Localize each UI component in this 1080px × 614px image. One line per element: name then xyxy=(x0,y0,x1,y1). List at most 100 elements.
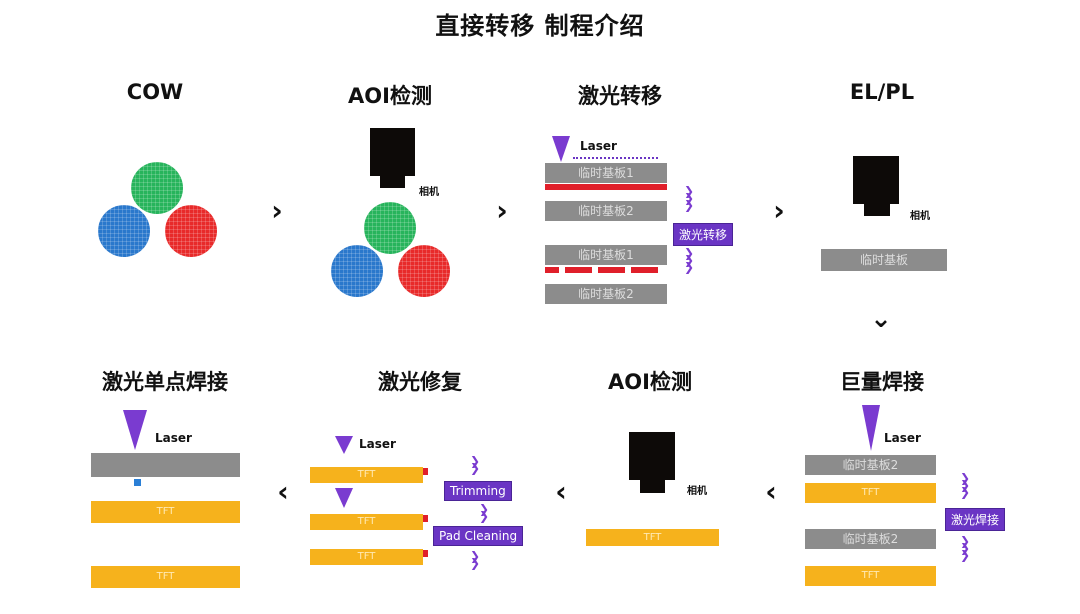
led-pixel xyxy=(217,494,238,509)
led-pixel xyxy=(375,507,396,522)
led-pixel xyxy=(877,476,898,491)
chevron-right-icon: › xyxy=(271,194,283,227)
blue-led-icon xyxy=(331,245,383,297)
down-arrows-icon: ❯❯❯ xyxy=(960,534,971,562)
led-pixel xyxy=(545,277,566,292)
temp-substrate-2: 临时基板2 xyxy=(805,455,936,475)
laser-beam-icon xyxy=(335,488,353,508)
led-pixel xyxy=(91,494,112,509)
blue-led-icon xyxy=(98,205,150,257)
tft-substrate: TFT xyxy=(310,549,423,565)
laser-beam-icon xyxy=(123,410,147,450)
temp-substrate-2: 临时基板2 xyxy=(805,529,936,549)
led-pixel xyxy=(310,542,331,557)
camera-label: 相机 xyxy=(687,486,707,497)
green-led-icon xyxy=(364,202,416,254)
chevron-left-icon: ‹ xyxy=(555,475,567,508)
step-title-el-pl: EL/PL xyxy=(849,80,915,104)
red-led xyxy=(545,267,559,273)
led-pixel xyxy=(141,494,155,509)
led-pixel xyxy=(375,542,396,557)
led-pixel xyxy=(611,277,632,292)
temp-substrate xyxy=(91,453,240,477)
step-title-laser-repair: 激光修复 xyxy=(378,370,462,394)
led-pixel xyxy=(375,460,396,475)
red-led-icon xyxy=(165,205,217,257)
tft-substrate: TFT xyxy=(310,467,423,483)
laser-transfer-tag: 激光转移 xyxy=(673,223,734,246)
tft-substrate: TFT xyxy=(91,501,240,523)
led-pixel xyxy=(350,542,364,557)
led-pixel xyxy=(91,559,112,574)
tft-substrate: TFT xyxy=(310,514,423,530)
red-led xyxy=(631,267,658,273)
led-pixel xyxy=(217,559,238,574)
tft-substrate: TFT xyxy=(805,483,936,503)
led-pixel xyxy=(805,476,826,491)
trimming-tag: Trimming xyxy=(444,481,512,501)
scan-direction-arrow xyxy=(573,157,658,159)
led-pixel xyxy=(578,277,599,292)
led-pixel xyxy=(350,507,364,522)
laser-label: Laser xyxy=(155,431,192,445)
tft-substrate: TFT xyxy=(586,529,719,546)
temp-substrate-1: 临时基板1 xyxy=(545,245,667,265)
temp-substrate-1: 临时基板1 xyxy=(545,163,667,183)
laser-bonding-tag: 激光焊接 xyxy=(945,508,1006,531)
led-pixel xyxy=(623,522,644,537)
tft-substrate: TFT xyxy=(91,566,240,588)
led-pixel xyxy=(644,194,658,209)
laser-beam-icon xyxy=(862,405,880,451)
chevron-right-icon: › xyxy=(773,194,785,227)
red-led xyxy=(598,267,625,273)
step-title-aoi-2: AOI检测 xyxy=(608,370,692,394)
chevron-left-icon: ‹ xyxy=(765,475,777,508)
led-pixel xyxy=(175,559,196,574)
laser-beam-icon xyxy=(335,436,353,454)
led-pixel xyxy=(841,559,862,574)
led-pixel xyxy=(697,522,718,537)
camera-label: 相机 xyxy=(910,211,930,222)
led-pixel xyxy=(343,460,364,475)
led-pixel xyxy=(841,476,862,491)
step-title-mass-bonding: 巨量焊接 xyxy=(840,370,924,394)
laser-label: Laser xyxy=(580,139,617,153)
led-pixel xyxy=(407,542,428,557)
chevron-down-icon: ⌄ xyxy=(870,304,892,334)
step-title-cow: COW xyxy=(126,80,184,104)
page-title: 直接转移 制程介绍 xyxy=(435,12,645,40)
tft-substrate: TFT xyxy=(805,566,936,586)
step-title-laser-transfer: 激光转移 xyxy=(578,84,662,108)
down-arrows-icon: ❯❯❯ xyxy=(684,246,695,274)
led-pixel xyxy=(644,277,665,292)
step-title-aoi: AOI检测 xyxy=(348,84,432,108)
led-pixel xyxy=(175,494,196,509)
down-arrows-icon: ❯❯ xyxy=(470,454,481,475)
led-pixel xyxy=(805,559,826,574)
pad-cleaning-tag: Pad Cleaning xyxy=(433,526,524,546)
down-arrows-icon: ❯❯❯ xyxy=(960,471,971,499)
camera-label: 相机 xyxy=(419,187,439,198)
chevron-right-icon: › xyxy=(496,194,508,227)
led-pixel xyxy=(578,194,592,209)
temp-substrate-2: 临时基板2 xyxy=(545,201,667,221)
chevron-left-icon: ‹ xyxy=(277,475,289,508)
led-pixel xyxy=(611,194,625,209)
led-pixel xyxy=(914,559,935,574)
led-pixel xyxy=(310,507,331,522)
led-pixel xyxy=(133,559,154,574)
step-title-single-point-welding: 激光单点焊接 xyxy=(102,370,228,394)
led-pixel xyxy=(660,522,681,537)
led-chip xyxy=(134,479,141,486)
laser-beam-icon xyxy=(552,136,570,162)
led-pixel xyxy=(407,507,428,522)
laser-label: Laser xyxy=(884,431,921,445)
down-arrows-icon: ❯❯ xyxy=(470,549,481,570)
temp-substrate: 临时基板 xyxy=(821,249,947,271)
down-arrows-icon: ❯❯ xyxy=(479,502,490,523)
led-pixel xyxy=(586,522,607,537)
led-pixel xyxy=(877,559,898,574)
laser-label: Laser xyxy=(359,437,396,451)
down-arrows-icon: ❯❯❯ xyxy=(684,184,695,212)
temp-substrate-2: 临时基板2 xyxy=(545,284,667,304)
